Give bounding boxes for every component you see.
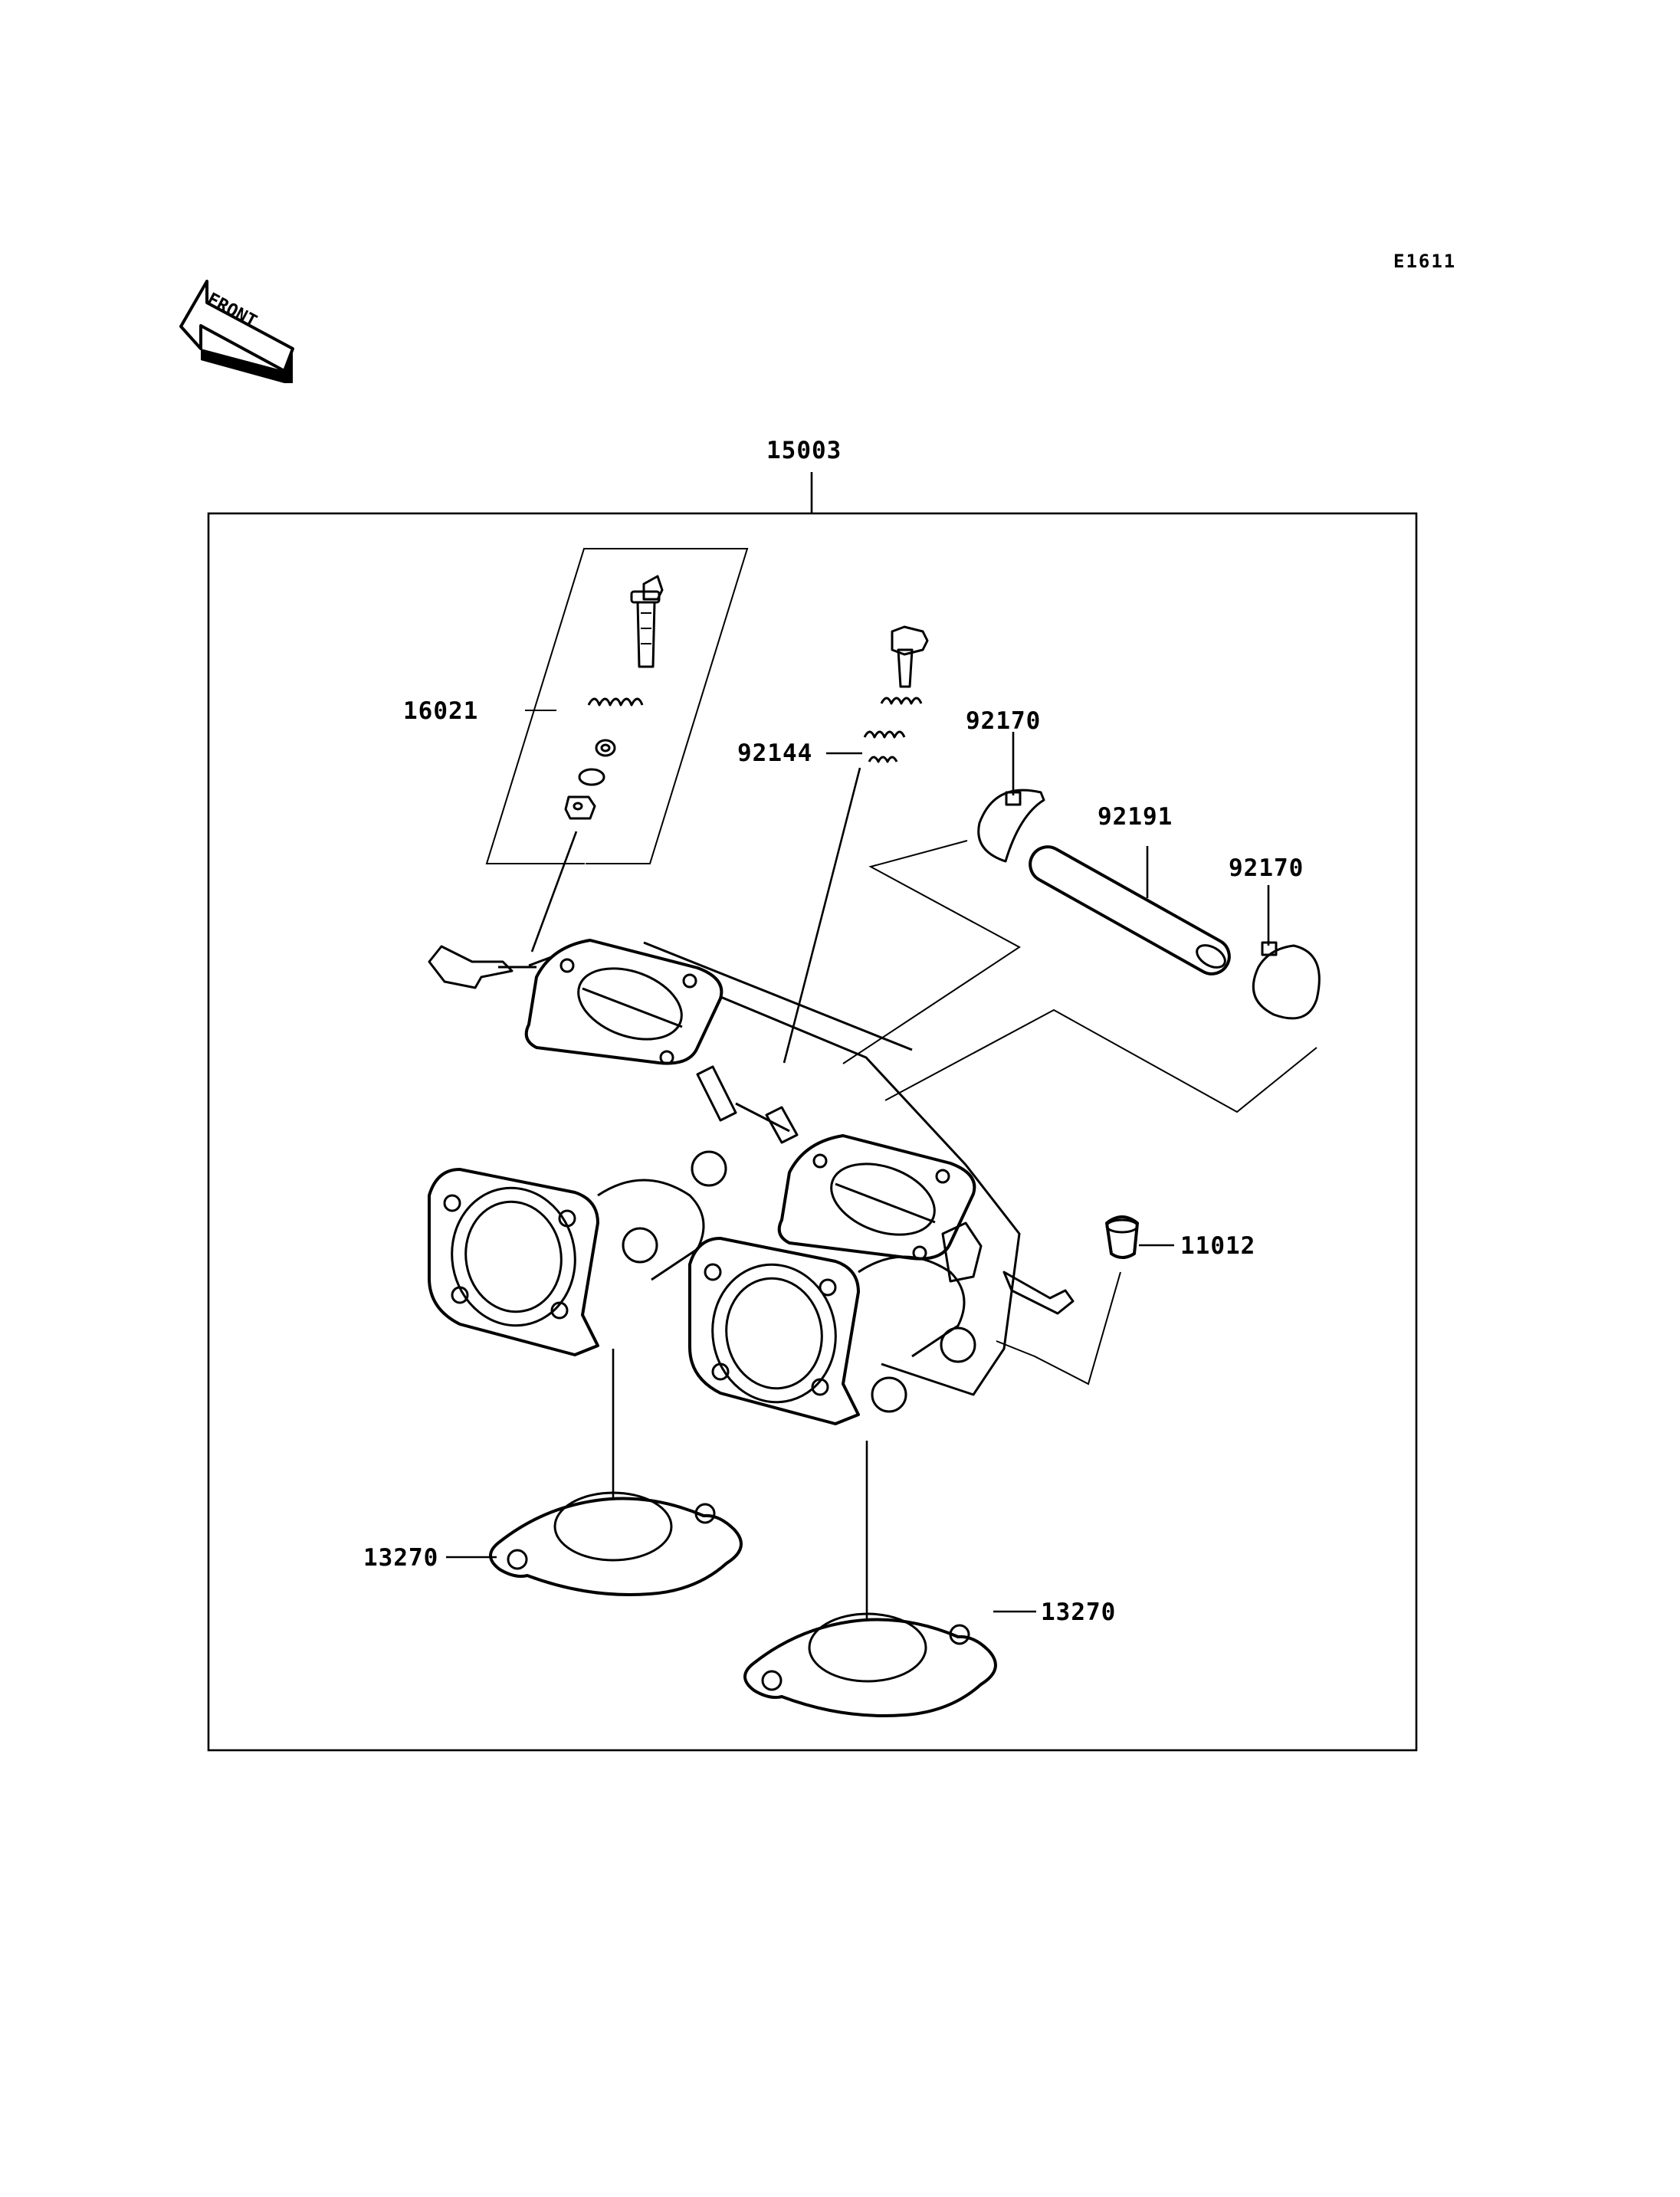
label-15003: 15003 bbox=[766, 437, 842, 464]
screw-set-group bbox=[485, 548, 749, 953]
label-13270-right: 13270 bbox=[1041, 1599, 1116, 1626]
gasket-right bbox=[743, 1441, 1036, 1717]
gasket-left bbox=[446, 1349, 743, 1596]
throttle-body-drawing bbox=[428, 939, 1075, 1425]
cap-group bbox=[996, 1215, 1174, 1385]
label-92144: 92144 bbox=[737, 739, 812, 767]
hose-group bbox=[842, 732, 1321, 1113]
label-13270-left: 13270 bbox=[363, 1544, 438, 1572]
label-92170-right: 92170 bbox=[1229, 854, 1304, 882]
diagram-code: E1611 bbox=[1393, 251, 1456, 272]
spring-group bbox=[783, 625, 929, 1064]
label-92170-upper: 92170 bbox=[966, 707, 1041, 735]
label-16021: 16021 bbox=[403, 697, 478, 725]
label-11012: 11012 bbox=[1180, 1232, 1255, 1260]
front-arrow-icon: FRONT bbox=[179, 280, 294, 383]
label-92191: 92191 bbox=[1098, 803, 1173, 831]
